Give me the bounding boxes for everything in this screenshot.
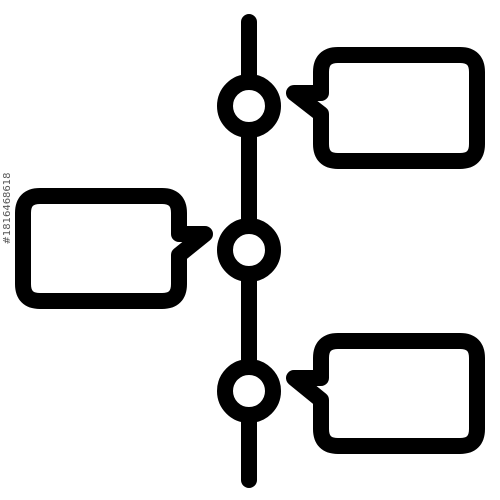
callout-top-right	[286, 47, 485, 169]
timeline-node-bottom	[217, 359, 281, 423]
timeline-node-top	[217, 74, 281, 138]
callout-middle-left	[15, 188, 213, 309]
timeline-node-middle	[217, 218, 281, 282]
stock-id-label: #1816468618	[2, 172, 13, 245]
callout-bottom-right	[286, 333, 485, 454]
